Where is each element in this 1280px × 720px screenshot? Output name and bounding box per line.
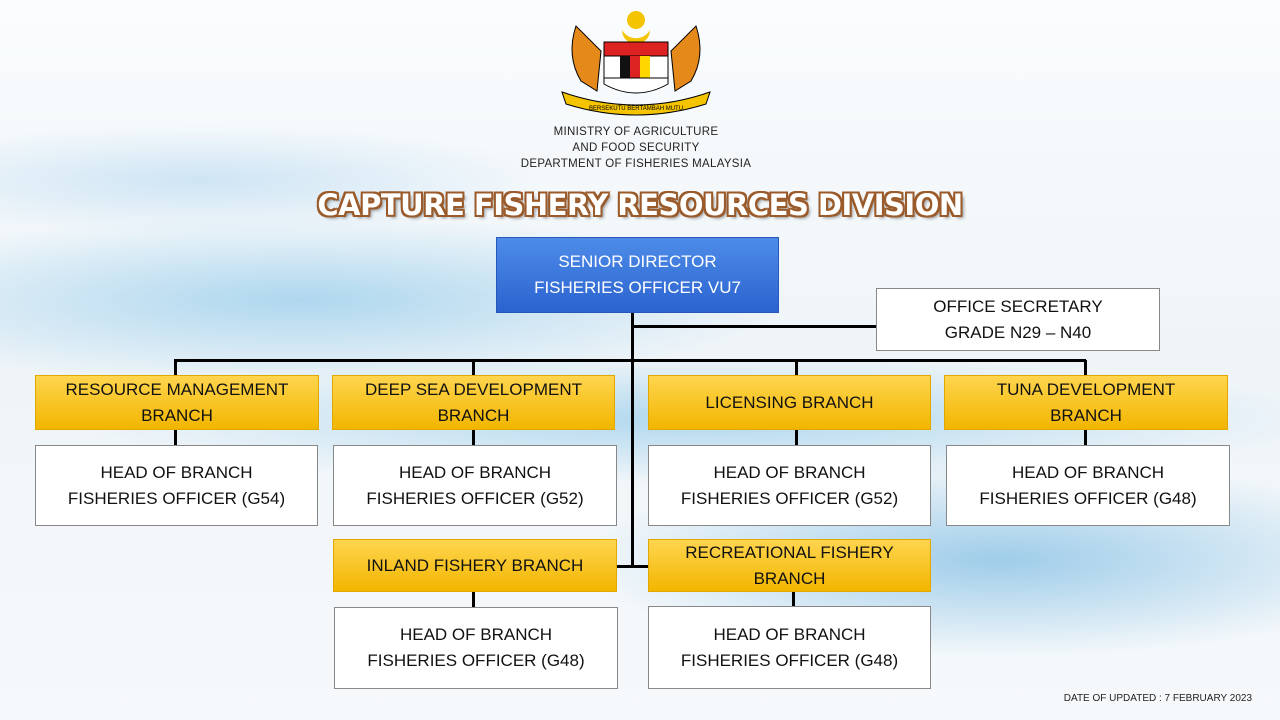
head-title: HEAD OF BRANCH [398, 462, 552, 482]
senior-director-box: SENIOR DIRECTOR FISHERIES OFFICER VU7 [496, 237, 779, 313]
head-deep-sea-development: HEAD OF BRANCH FISHERIES OFFICER (G52) [333, 445, 617, 526]
trunk-line [631, 313, 634, 568]
director-grade: FISHERIES OFFICER VU7 [534, 278, 741, 297]
officer-grade: FISHERIES OFFICER (G48) [680, 650, 899, 670]
secretary-line [632, 325, 876, 328]
ministry-line1: MINISTRY OF AGRICULTURE [553, 126, 719, 138]
officer-grade: FISHERIES OFFICER (G54) [67, 488, 286, 508]
branch-name: LICENSING BRANCH [705, 392, 874, 412]
officer-grade: FISHERIES OFFICER (G48) [367, 651, 585, 670]
branch-name: TUNA DEVELOPMENT [996, 379, 1176, 399]
officer-grade: FISHERIES OFFICER (G52) [366, 488, 584, 508]
branch-name: BRANCH [141, 405, 213, 425]
secretary-title: OFFICE SECRETARY [933, 296, 1103, 316]
secretary-grade: GRADE N29 – N40 [944, 322, 1092, 342]
head-inland-fishery: HEAD OF BRANCH FISHERIES OFFICER (G48) [334, 607, 618, 689]
office-secretary-box: OFFICE SECRETARY GRADE N29 – N40 [876, 288, 1160, 351]
branch-name: BRANCH [753, 568, 826, 588]
head-title: HEAD OF BRANCH [1011, 462, 1165, 482]
connector [472, 590, 475, 608]
head-licensing: HEAD OF BRANCH FISHERIES OFFICER (G52) [648, 445, 931, 526]
head-title: HEAD OF BRANCH [100, 462, 253, 482]
branch-inland-fishery: INLAND FISHERY BRANCH [333, 539, 617, 592]
branch-name: RESOURCE MANAGEMENT [65, 379, 289, 399]
head-title: HEAD OF BRANCH [713, 462, 866, 482]
branch-name: BRANCH [437, 405, 510, 425]
branch-name: INLAND FISHERY BRANCH [366, 555, 584, 575]
director-title: SENIOR DIRECTOR [558, 252, 717, 271]
branch-resource-management: RESOURCE MANAGEMENT BRANCH [35, 375, 319, 430]
date-updated: DATE OF UPDATED : 7 FEBRUARY 2023 [1063, 693, 1252, 704]
malaysia-coat-of-arms-logo: BERSEKUTU BERTAMBAH MUTU [561, 11, 711, 116]
branch-name: BRANCH [1050, 405, 1122, 425]
branch-tuna-development: TUNA DEVELOPMENT BRANCH [944, 375, 1228, 430]
branch-name: DEEP SEA DEVELOPMENT [365, 379, 582, 399]
head-title: HEAD OF BRANCH [399, 625, 553, 644]
head-tuna-development: HEAD OF BRANCH FISHERIES OFFICER (G48) [946, 445, 1230, 526]
page-title: CAPTURE FISHERY RESOURCES DIVISION [317, 188, 963, 222]
officer-grade: FISHERIES OFFICER (G52) [680, 488, 899, 508]
row2-line [617, 565, 649, 568]
ministry-line2: AND FOOD SECURITY [572, 142, 700, 154]
department-name: DEPARTMENT OF FISHERIES MALAYSIA [520, 158, 752, 170]
head-recreational-fishery: HEAD OF BRANCH FISHERIES OFFICER (G48) [648, 606, 931, 689]
branch-bus-line [174, 359, 1086, 362]
head-title: HEAD OF BRANCH [713, 624, 866, 644]
branch-licensing: LICENSING BRANCH [648, 375, 931, 430]
connector [792, 590, 795, 608]
officer-grade: FISHERIES OFFICER (G48) [979, 488, 1197, 508]
logo-motto: BERSEKUTU BERTAMBAH MUTU [589, 106, 683, 112]
branch-name: RECREATIONAL FISHERY [685, 542, 894, 562]
branch-recreational-fishery: RECREATIONAL FISHERY BRANCH [648, 539, 931, 592]
branch-deep-sea-development: DEEP SEA DEVELOPMENT BRANCH [332, 375, 615, 430]
head-resource-management: HEAD OF BRANCH FISHERIES OFFICER (G54) [35, 445, 318, 526]
